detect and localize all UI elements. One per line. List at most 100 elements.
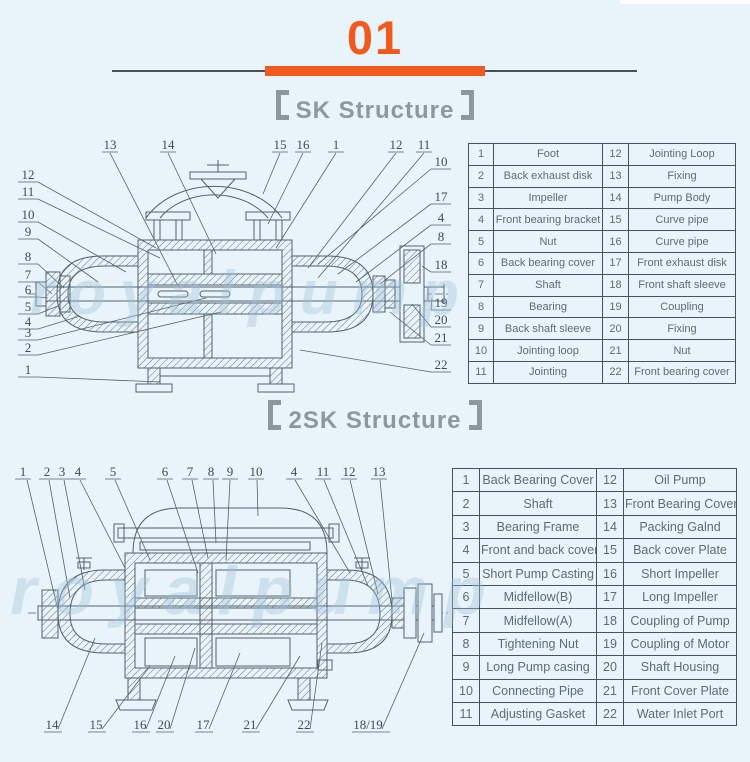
part-label: 22 <box>435 357 448 372</box>
part-label: 7 <box>25 267 32 282</box>
part-label: 21 <box>435 330 448 345</box>
part-label: 11 <box>418 137 431 152</box>
part-label: 16 <box>297 137 311 152</box>
part-label: 1 <box>25 362 32 377</box>
part-label: 10 <box>22 207 35 222</box>
part-number-cell: 19 <box>596 631 624 657</box>
part-label: 16 <box>134 717 148 732</box>
part-label: 14 <box>162 137 176 152</box>
part-name-cell: Midfellow(A) <box>479 608 597 633</box>
sk-structure-title-text: SK Structure <box>295 97 455 124</box>
part-name-cell: Packing Galnd <box>623 514 737 540</box>
part-label: 1 <box>20 464 27 479</box>
part-labels: 1 2 3 4 5 6 7 8 9 10 4 11 12 13 14 15 16… <box>20 464 386 732</box>
part-name-cell: Front Cover Plate <box>623 678 737 703</box>
part-label: 7 <box>187 464 194 479</box>
part-name-cell: Connecting Pipe <box>479 678 597 703</box>
part-label: 19 <box>435 295 448 310</box>
leader-lines <box>18 151 451 383</box>
part-name-cell: Oil Pump <box>623 467 737 493</box>
part-name-cell: Front bearing cover <box>628 360 736 384</box>
part-number-cell: 3 <box>468 186 494 210</box>
part-name-cell: Front shaft sleeve <box>628 273 736 297</box>
part-label: 4 <box>438 210 445 225</box>
part-number-cell: 14 <box>596 514 624 540</box>
part-name-cell: Front and back cover <box>479 538 597 563</box>
part-number-cell: 2 <box>452 491 480 516</box>
part-name-cell: Back cover Plate <box>623 538 737 563</box>
part-number-cell: 17 <box>602 251 629 275</box>
part-number-cell: 9 <box>468 317 494 341</box>
part-label: 17 <box>435 189 449 204</box>
part-name-cell: Coupling of Motor <box>623 631 737 657</box>
part-name-cell: Tightening Nut <box>479 631 597 657</box>
part-number-cell: 11 <box>468 360 494 384</box>
part-number-cell: 5 <box>468 230 494 253</box>
part-name-cell: Adjusting Gasket <box>479 701 597 727</box>
part-label: 2 <box>44 464 51 479</box>
part-name-cell: Coupling <box>628 295 736 319</box>
part-name-cell: Fixing <box>628 164 736 188</box>
part-label: 14 <box>46 717 60 732</box>
part-number-cell: 18 <box>602 273 629 297</box>
part-number-cell: 12 <box>602 143 629 166</box>
part-number-cell: 11 <box>452 701 480 727</box>
part-name-cell: Nut <box>628 339 736 362</box>
part-name-cell: Bearing <box>493 295 603 319</box>
part-name-cell: Back shaft sleeve <box>493 317 603 341</box>
part-name-cell: Front exhaust disk <box>628 251 736 275</box>
part-label: 22 <box>298 717 311 732</box>
part-label: 10 <box>435 154 448 169</box>
part-label: 6 <box>25 282 32 297</box>
part-number-cell: 2 <box>468 164 494 188</box>
section-number: 01 <box>346 11 404 64</box>
part-name-cell: Curve pipe <box>628 230 736 253</box>
part-label: 4 <box>291 464 298 479</box>
part-label: 13 <box>373 464 386 479</box>
part-number-cell: 8 <box>452 631 480 657</box>
part-label: 8 <box>25 249 32 264</box>
part-number-cell: 15 <box>596 538 624 563</box>
part-number-cell: 13 <box>602 164 629 188</box>
part-number-cell: 19 <box>602 295 629 319</box>
part-name-cell: Midfellow(B) <box>479 584 597 610</box>
part-name-cell: Back exhaust disk <box>493 164 603 188</box>
part-label: 15 <box>90 717 103 732</box>
part-label: 2 <box>25 340 32 355</box>
part-label: 8 <box>208 464 215 479</box>
pump-cross-section <box>28 160 448 393</box>
part-number-cell: 4 <box>452 538 480 563</box>
part-label: 4 <box>25 314 32 329</box>
part-name-cell: Long Impeller <box>623 584 737 610</box>
part-number-cell: 14 <box>602 186 629 210</box>
right-bracket-icon <box>461 90 475 120</box>
part-name-cell: Bearing Frame <box>479 514 597 540</box>
part-number-cell: 18 <box>596 608 624 633</box>
part-number-cell: 16 <box>602 230 629 253</box>
right-bracket-icon <box>468 400 482 430</box>
tsk-structure-diagram: 1 2 3 4 5 6 7 8 9 10 4 11 12 13 14 15 16… <box>15 464 448 733</box>
part-name-cell: Fixing <box>628 317 736 341</box>
part-number-cell: 21 <box>596 678 624 703</box>
left-bracket-icon <box>268 400 282 430</box>
part-number-cell: 1 <box>452 467 480 493</box>
part-number-cell: 10 <box>468 339 494 362</box>
part-name-cell: Jointing Loop <box>628 143 736 166</box>
hatched-sections <box>45 239 421 385</box>
part-number-cell: 13 <box>596 491 624 516</box>
left-bracket-icon <box>275 90 289 120</box>
part-number-cell: 20 <box>602 317 629 341</box>
part-number-cell: 6 <box>452 584 480 610</box>
part-number-cell: 9 <box>452 655 480 680</box>
pump-cross-section <box>28 507 448 711</box>
